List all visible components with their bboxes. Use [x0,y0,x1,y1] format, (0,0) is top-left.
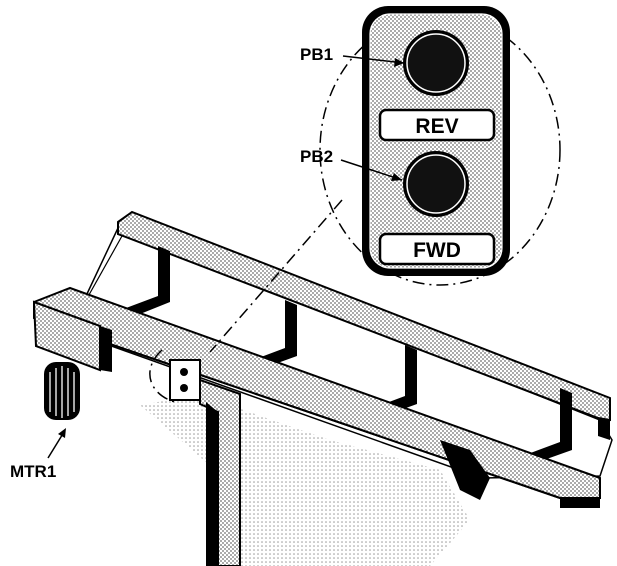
mtr1-callout: MTR1 [10,462,56,481]
callouts [47,55,405,459]
cross-members [110,246,572,466]
callout-arrows [58,58,404,438]
pb2-callout: PB2 [300,147,333,166]
pushbutton-pb2: FWD [378,151,496,266]
pb2-legend: FWD [413,239,461,262]
motor-end-housing [32,300,112,372]
pendant-mount-plate [169,359,201,401]
far-rail [117,210,611,440]
pb1-legend: REV [415,115,458,138]
support-leg [199,378,241,566]
pb1-callout: PB1 [300,45,333,64]
pushbutton-pb1: REV [378,30,496,142]
motor-icon [44,362,80,420]
near-rail [33,286,601,508]
